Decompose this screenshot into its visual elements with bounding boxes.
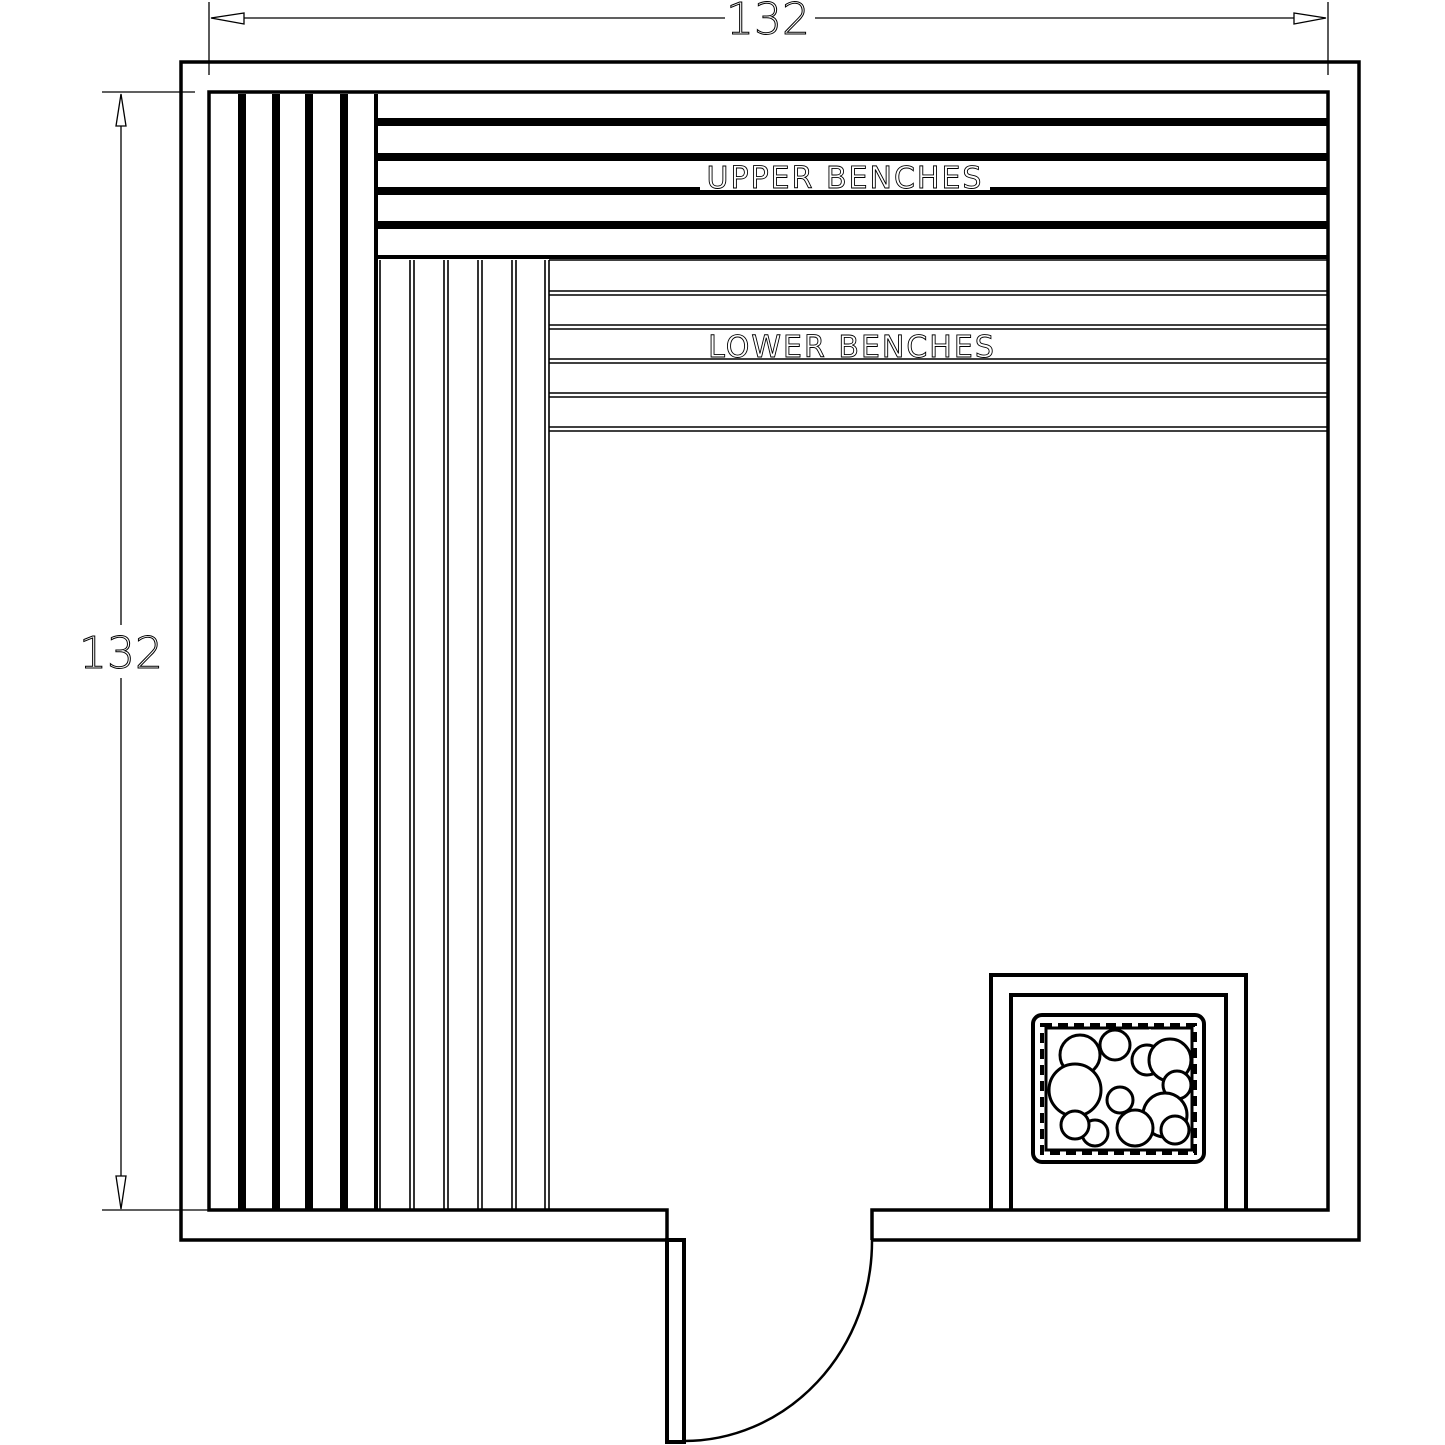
lower-bench-top: [549, 259, 1328, 432]
lower-label-bg: [700, 332, 1005, 358]
arrow-right-icon: [1293, 12, 1327, 25]
arrow-down-icon: [115, 1175, 127, 1210]
height-label: 132: [79, 628, 163, 679]
width-label: 132: [726, 0, 810, 45]
arrow-left-icon: [210, 12, 245, 25]
upper-bench-left: [238, 94, 378, 1209]
dimension-height: [102, 91, 208, 1211]
dimension-width: [208, 2, 1329, 75]
door-swing-arc: [683, 1239, 874, 1443]
door-leaf[interactable]: [665, 1238, 686, 1444]
door[interactable]: [665, 1238, 874, 1444]
sauna-heater-icon: [1031, 1013, 1206, 1164]
heater-guard: [989, 973, 1248, 1210]
upper-label-bg: [700, 162, 990, 190]
lower-bench-left: [379, 260, 550, 1209]
arrow-up-icon: [115, 93, 127, 127]
upper-benches-label: UPPER BENCHES: [707, 161, 984, 196]
upper-bench-top: [376, 118, 1328, 259]
exterior-wall: [179, 60, 1361, 1242]
lower-benches-label: LOWER BENCHES: [708, 330, 996, 365]
stones-icon: [1047, 1028, 1193, 1148]
